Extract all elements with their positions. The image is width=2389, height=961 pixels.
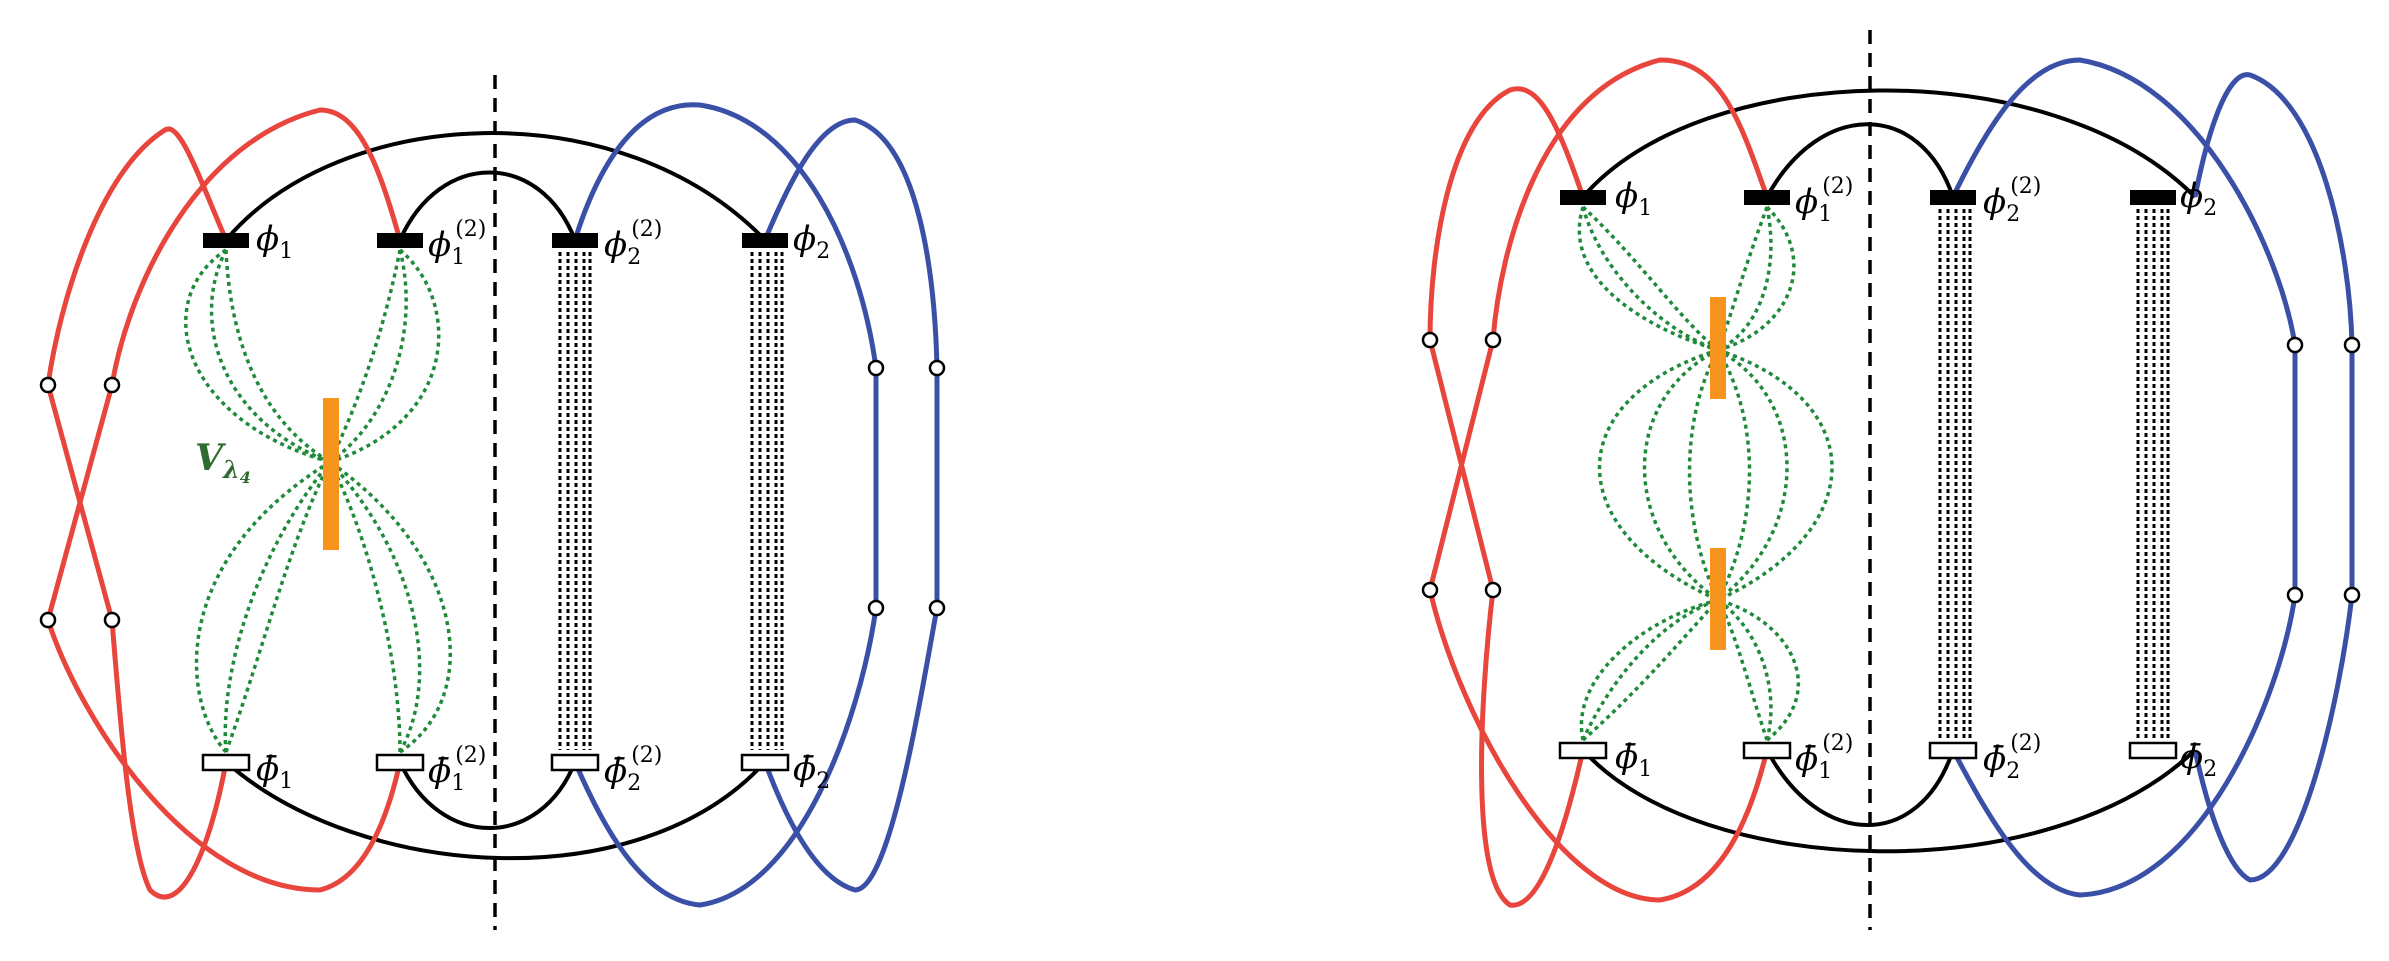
right-diagram: ϕ1 ϕ1(2) ϕ2(2) ϕ2 ϕ̄1 ϕ̄1(2) ϕ̄2(2) ϕ̄2	[1421, 30, 2361, 930]
left-label-phibar1: ϕ̄1	[256, 749, 293, 794]
left-inner-bottom-black-arc	[398, 761, 577, 830]
right-label-phi2-2: ϕ2(2)	[1983, 174, 2041, 227]
left-open-circles	[39, 359, 946, 629]
right-label-phi1-2: ϕ1(2)	[1795, 174, 1853, 227]
right-top-black-arc	[1581, 88, 2197, 199]
left-labels: ϕ1 ϕ1(2) ϕ2(2) ϕ2 ϕ̄1 ϕ̄1(2) ϕ̄2(2) ϕ̄2 …	[195, 217, 830, 796]
left-blue-line-outer	[762, 117, 940, 893]
left-label-phi2-2: ϕ2(2)	[604, 217, 662, 270]
left-inner-top-black-arc	[398, 170, 577, 241]
right-label-phibar2: ϕ̄2	[2180, 737, 2217, 782]
left-vertex-label: Vλ4	[195, 437, 251, 487]
left-label-phibar2-2: ϕ̄2(2)	[604, 743, 662, 796]
left-green-propagators	[184, 248, 452, 754]
right-vertex-bar-bottom	[1710, 548, 1726, 650]
right-label-phibar1-2: ϕ̄1(2)	[1795, 731, 1853, 784]
left-phi-bars	[203, 233, 788, 248]
right-red-line-outer	[1427, 86, 1586, 908]
right-label-phi1: ϕ1	[1615, 176, 1652, 221]
right-dotted-propagators	[1938, 209, 2170, 738]
right-label-phibar2-2: ϕ̄2(2)	[1983, 731, 2041, 784]
right-label-phibar1: ϕ̄1	[1615, 737, 1652, 782]
right-phibar-bars	[1558, 741, 2178, 760]
left-red-line-inner	[45, 107, 403, 893]
left-dotted-propagators	[558, 252, 784, 750]
right-blue-line-outer	[2192, 72, 2355, 883]
left-bottom-black-arc	[224, 760, 767, 861]
right-open-circles	[1421, 331, 2361, 604]
right-inner-bottom-black-arc	[1765, 749, 1955, 827]
left-diagram: ϕ1 ϕ1(2) ϕ2(2) ϕ2 ϕ̄1 ϕ̄1(2) ϕ̄2(2) ϕ̄2 …	[39, 75, 946, 930]
left-label-phi1: ϕ1	[256, 219, 293, 264]
left-blue-line-inner	[572, 102, 879, 908]
left-label-phibar2: ϕ̄2	[793, 749, 830, 794]
left-label-phi2: ϕ2	[793, 219, 830, 264]
right-inner-top-black-arc	[1765, 122, 1955, 198]
right-phi-bars	[1560, 190, 2176, 205]
left-label-phibar1-2: ϕ̄1(2)	[428, 743, 486, 796]
right-vertex-bar-top	[1710, 297, 1726, 399]
left-top-black-arc	[224, 131, 767, 242]
left-phibar-bars	[201, 753, 790, 772]
right-blue-line-inner	[1950, 57, 2298, 898]
right-label-phi2: ϕ2	[2180, 176, 2217, 221]
right-green-propagators	[1577, 205, 1834, 742]
right-bottom-black-arc	[1581, 748, 2197, 854]
left-vertex-bar	[323, 398, 339, 550]
right-labels: ϕ1 ϕ1(2) ϕ2(2) ϕ2 ϕ̄1 ϕ̄1(2) ϕ̄2(2) ϕ̄2	[1615, 174, 2217, 784]
left-label-phi1-2: ϕ1(2)	[428, 217, 486, 270]
